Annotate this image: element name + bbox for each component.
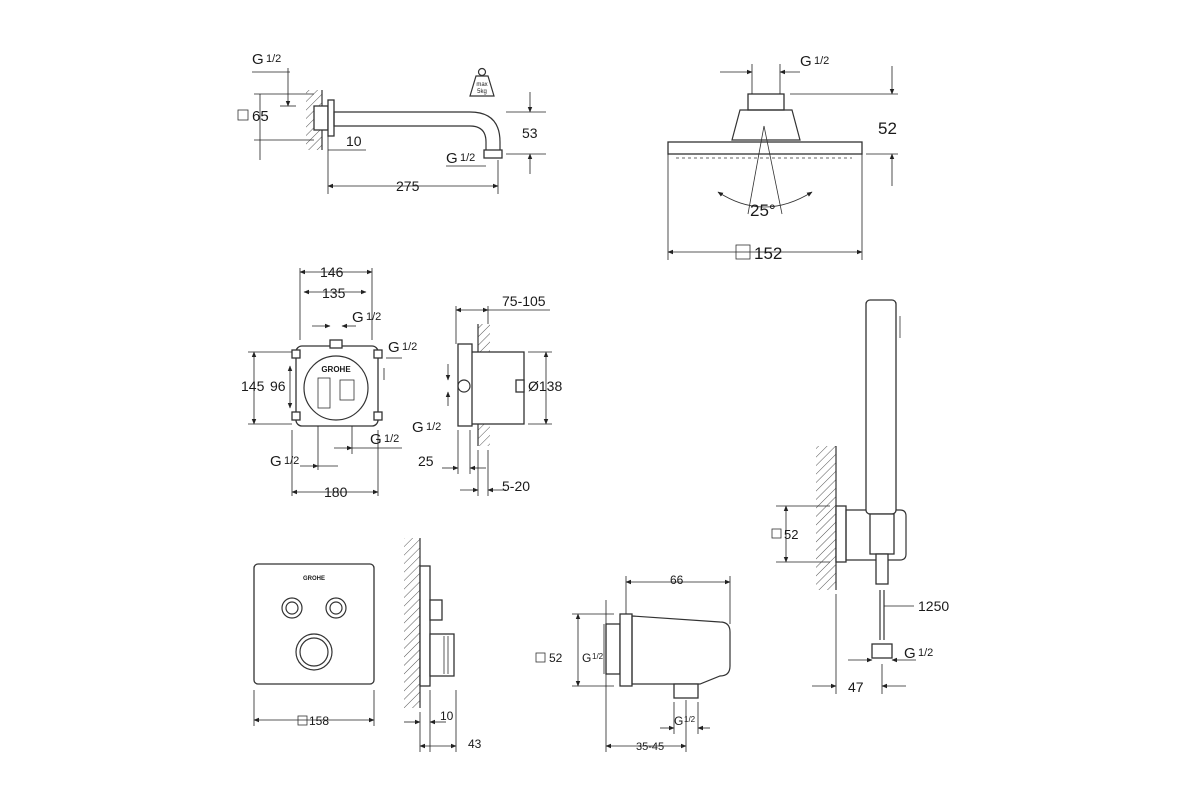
head-shower-thread: G [800, 53, 812, 70]
trim-button-left [281, 597, 303, 619]
head-shower-thread-fraction: 1/2 [814, 55, 829, 67]
mixer-side-left-fraction: 1/2 [426, 421, 441, 433]
head-shower-connector [747, 93, 785, 111]
spout-outlet-thread: G [446, 150, 458, 167]
mixer-body-base-width: 180 [324, 484, 348, 500]
mixer-side-depth-range: 75-105 [502, 293, 546, 309]
spout-thread-label: G [252, 51, 264, 68]
spout-wall-gap-dimension: 10 [346, 133, 362, 149]
mixer-body-height-inner: 96 [270, 378, 286, 394]
mixer-body-bottom-right-thread: G [370, 431, 382, 448]
wall-outlet-side-thread: G [582, 651, 591, 665]
weight-limit-icon: max 5kg [469, 67, 495, 97]
trim-side-wall-gap: 10 [440, 709, 454, 723]
spout-outlet-fraction: 1/2 [460, 152, 475, 164]
weight-kg-label: 5kg [477, 89, 487, 95]
spout-flange [313, 105, 329, 131]
wall-outlet-size: 52 [549, 651, 563, 665]
mixer-side-left-thread: G [412, 419, 424, 436]
hand-shower-holder [845, 509, 907, 561]
hand-shower-view: 52 1250 G 1/2 47 [771, 299, 949, 695]
trim-side-depth: 43 [468, 737, 482, 751]
mixer-body-width-outer: 146 [320, 264, 344, 280]
wall-outlet-connector [673, 683, 699, 699]
mixer-body-top-thread: G [352, 309, 364, 326]
trim-plate-view: GROHE 158 [253, 563, 375, 728]
mixer-body-right-thread: G [388, 339, 400, 356]
head-shower-width: 152 [754, 244, 782, 263]
spout-projection-dimension: 275 [396, 178, 420, 194]
spout-drop-dimension: 53 [522, 125, 538, 141]
spout-view: max 5kg G 1/2 65 10 275 53 G 1/2 [237, 51, 546, 194]
wall-outlet-bottom-thread: G [674, 714, 683, 728]
mixer-body-bottom-right-fraction: 1/2 [384, 433, 399, 445]
hand-shower-handle [865, 299, 897, 515]
mixer-body-side-housing [469, 351, 525, 425]
wall-outlet-width: 66 [670, 573, 684, 587]
hand-shower-hose-nut [871, 643, 893, 659]
mixer-body-top-fraction: 1/2 [366, 311, 381, 323]
head-shower-plate [667, 141, 863, 155]
mixer-side-diameter: Ø138 [528, 378, 562, 394]
mixer-body-width-inner: 135 [322, 285, 346, 301]
mixer-body-logo: GROHE [321, 365, 351, 374]
wall-outlet-view: 66 52 G 1/2 G 1/2 35-45 [535, 573, 731, 753]
wall-outlet-projection: 35-45 [636, 741, 664, 753]
spout-thread-fraction: 1/2 [266, 53, 281, 65]
head-shower-view: 25° G 1/2 52 152 [667, 53, 898, 263]
mixer-body-height-outer: 145 [241, 378, 265, 394]
spout-flange-dimension: 65 [252, 108, 269, 125]
hand-shower-thread: G [904, 645, 916, 662]
head-shower-height: 52 [878, 119, 897, 138]
mixer-body-housing [295, 345, 379, 427]
head-shower-angle: 25° [750, 201, 776, 220]
wall-outlet-bottom-fraction: 1/2 [684, 715, 696, 724]
weight-max-label: max [476, 82, 487, 88]
trim-side-knob [429, 633, 455, 677]
trim-plate-size: 158 [309, 714, 329, 728]
mixer-body-right-fraction: 1/2 [402, 341, 417, 353]
mixer-body-front-view: GROHE 146 135 G 1/2 G 1/2 145 96 [241, 264, 417, 500]
wall-outlet-body [631, 615, 731, 685]
hand-shower-offset: 47 [848, 679, 864, 695]
trim-thermostat-knob [295, 633, 333, 671]
hand-shower-hose [875, 553, 889, 585]
hand-shower-holder-size: 52 [784, 527, 798, 542]
trim-side-view: 10 43 [404, 538, 482, 752]
mixer-body-side-view: 75-105 Ø138 G 1/2 25 5-20 [412, 293, 562, 496]
trim-side-button-top [429, 599, 443, 621]
trim-plate [253, 563, 375, 685]
mixer-side-plaster-range: 5-20 [502, 478, 530, 494]
trim-plate-logo: GROHE [303, 576, 325, 582]
mixer-body-bottom-left-thread: G [270, 453, 282, 470]
trim-button-right [325, 597, 347, 619]
wall-outlet-side-fraction: 1/2 [592, 652, 604, 661]
hand-shower-thread-fraction: 1/2 [918, 647, 933, 659]
hand-shower-hose-length: 1250 [918, 598, 949, 614]
mixer-side-offset: 25 [418, 453, 434, 469]
